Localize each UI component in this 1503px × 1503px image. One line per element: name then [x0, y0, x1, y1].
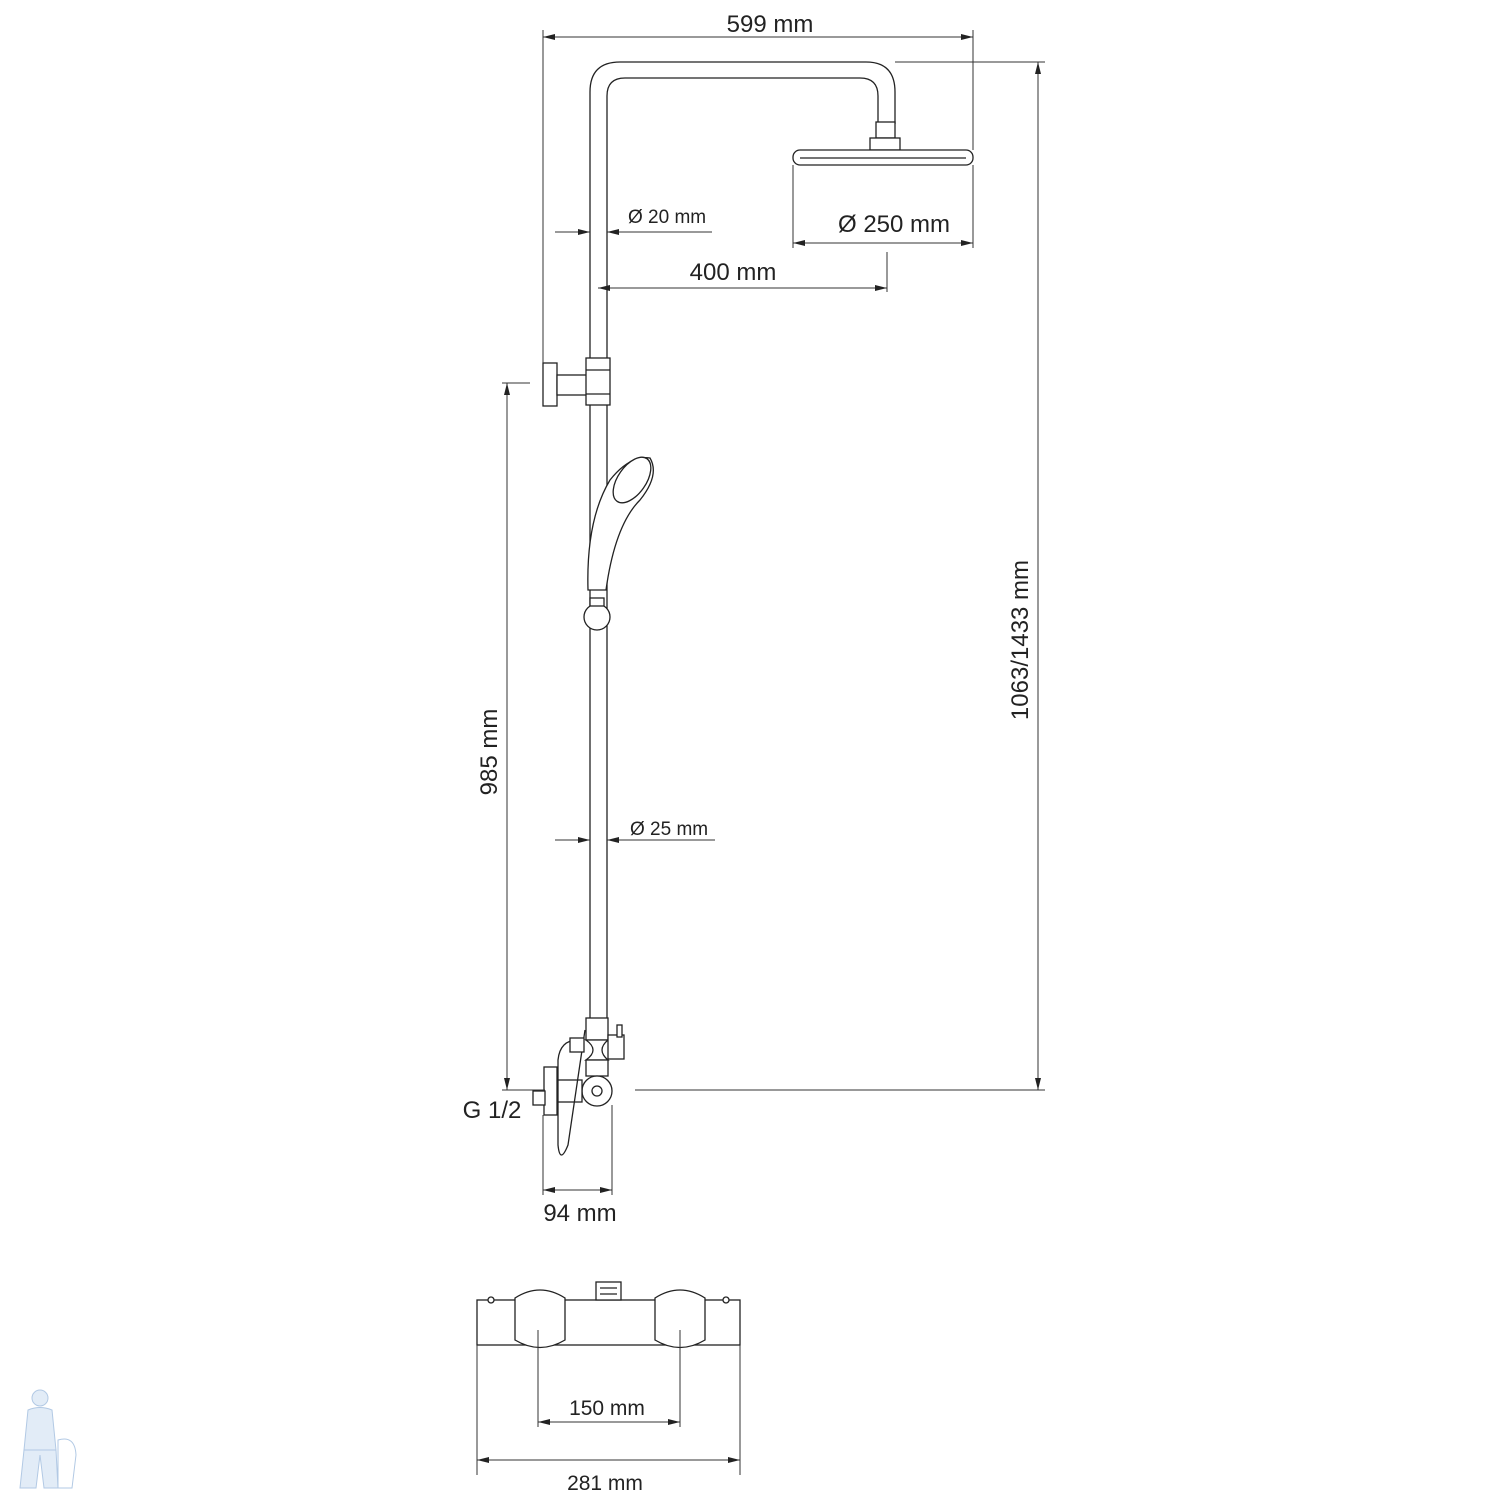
- dimension-arm-reach: 400 mm: [598, 252, 888, 292]
- dimension-overall-height: 1063/1433 mm: [635, 61, 1045, 1091]
- dimension-inlet-spacing: 150 mm: [537, 1330, 681, 1427]
- label-arm-diameter: Ø 20 mm: [628, 207, 706, 228]
- dimension-bracket-height: 985 mm: [476, 382, 545, 1091]
- label-overall-height: 1063/1433 mm: [1007, 560, 1034, 720]
- thermostat-mixer-front: [476, 1281, 741, 1349]
- dimension-arm-diameter: Ø 20 mm: [555, 207, 712, 235]
- dimension-mixer-width: 281 mm: [476, 1345, 741, 1495]
- dimension-head-diameter: Ø 250 mm: [792, 165, 974, 248]
- label-bracket-height: 985 mm: [476, 709, 503, 796]
- shower-riser-arm: [589, 61, 896, 1020]
- label-head-diameter: Ø 250 mm: [838, 211, 950, 238]
- label-inlet-spacing: 150 mm: [569, 1397, 645, 1420]
- thermostat-mixer-side: [532, 1017, 625, 1156]
- label-arm-reach: 400 mm: [690, 259, 777, 286]
- dimension-mixer-depth: 94 mm: [542, 1105, 617, 1227]
- dimension-overall-width: 599 mm: [542, 11, 974, 363]
- label-rail-diameter: Ø 25 mm: [630, 819, 708, 840]
- hand-shower: [583, 456, 654, 631]
- label-overall-width: 599 mm: [727, 11, 814, 38]
- plumber-logo-icon: [19, 1389, 77, 1489]
- rain-shower-head: [792, 121, 974, 166]
- label-mixer-width: 281 mm: [567, 1472, 643, 1495]
- wall-bracket: [542, 357, 611, 407]
- dimension-rail-diameter: Ø 25 mm: [555, 819, 715, 843]
- label-inlet-thread: G 1/2: [463, 1097, 522, 1124]
- label-mixer-depth: 94 mm: [543, 1200, 616, 1227]
